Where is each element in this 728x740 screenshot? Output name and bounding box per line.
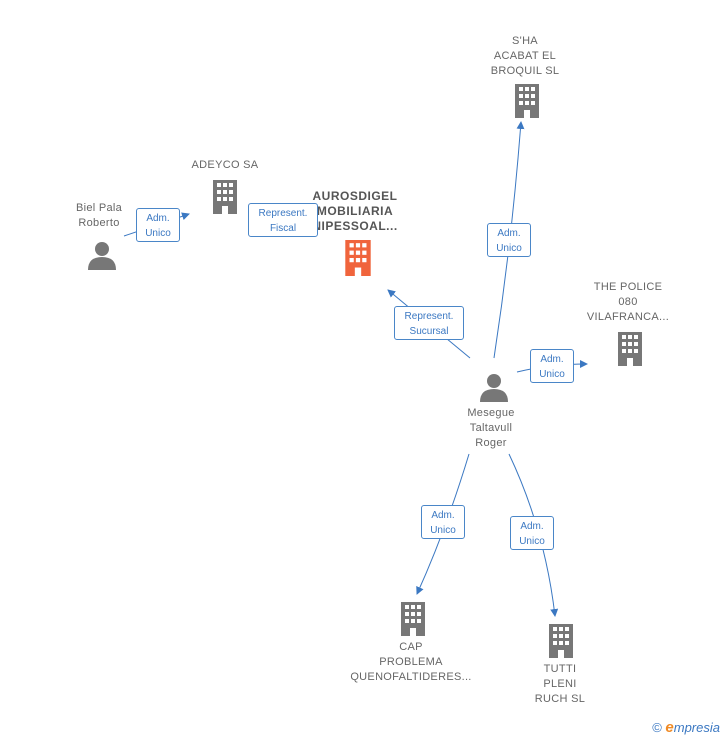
- building-icon: [618, 332, 642, 366]
- person-icon: [480, 374, 508, 402]
- edge-label-mesegue-center: Represent. Sucursal: [394, 306, 464, 340]
- edge-label-mesegue-shaacabat: Adm. Unico: [487, 223, 531, 257]
- edge-label-adeyco-center: Represent. Fiscal: [248, 203, 318, 237]
- node-label-adeyco[interactable]: ADEYCO SA: [191, 159, 259, 171]
- node-label-shaacabat[interactable]: S'HA ACABAT EL BROQUIL SL: [490, 35, 560, 77]
- copyright-symbol: ©: [652, 720, 662, 735]
- edge-label-mesegue-tutti: Adm. Unico: [510, 516, 554, 550]
- node-label-biel[interactable]: Biel Pala Roberto: [75, 202, 123, 229]
- edge-label-mesegue-thepolice: Adm. Unico: [530, 349, 574, 383]
- building-icon: [213, 180, 237, 214]
- node-label-cap[interactable]: CAP PROBLEMA QUENOFALTIDERES...: [350, 641, 472, 683]
- edge-label-mesegue-cap: Adm. Unico: [421, 505, 465, 539]
- node-label-tutti[interactable]: TUTTI PLENI RUCH SL: [534, 663, 586, 705]
- brand-logo: © empresia: [652, 719, 720, 736]
- building-icon: [549, 624, 573, 658]
- brand-logo-initial: e: [665, 719, 674, 736]
- node-label-thepolice[interactable]: THE POLICE 080 VILAFRANCA...: [586, 281, 670, 323]
- node-label-center-company[interactable]: AUROSDIGEL MOBILIARIA NIPESSOAL...: [312, 189, 398, 233]
- node-label-mesegue[interactable]: Mesegue Taltavull Roger: [467, 407, 515, 449]
- building-icon: [401, 602, 425, 636]
- building-icon: [515, 84, 539, 118]
- brand-logo-text: mpresia: [673, 720, 720, 735]
- edge-label-biel-adeyco: Adm. Unico: [136, 208, 180, 242]
- person-icon: [88, 242, 116, 270]
- building-icon: [345, 240, 371, 276]
